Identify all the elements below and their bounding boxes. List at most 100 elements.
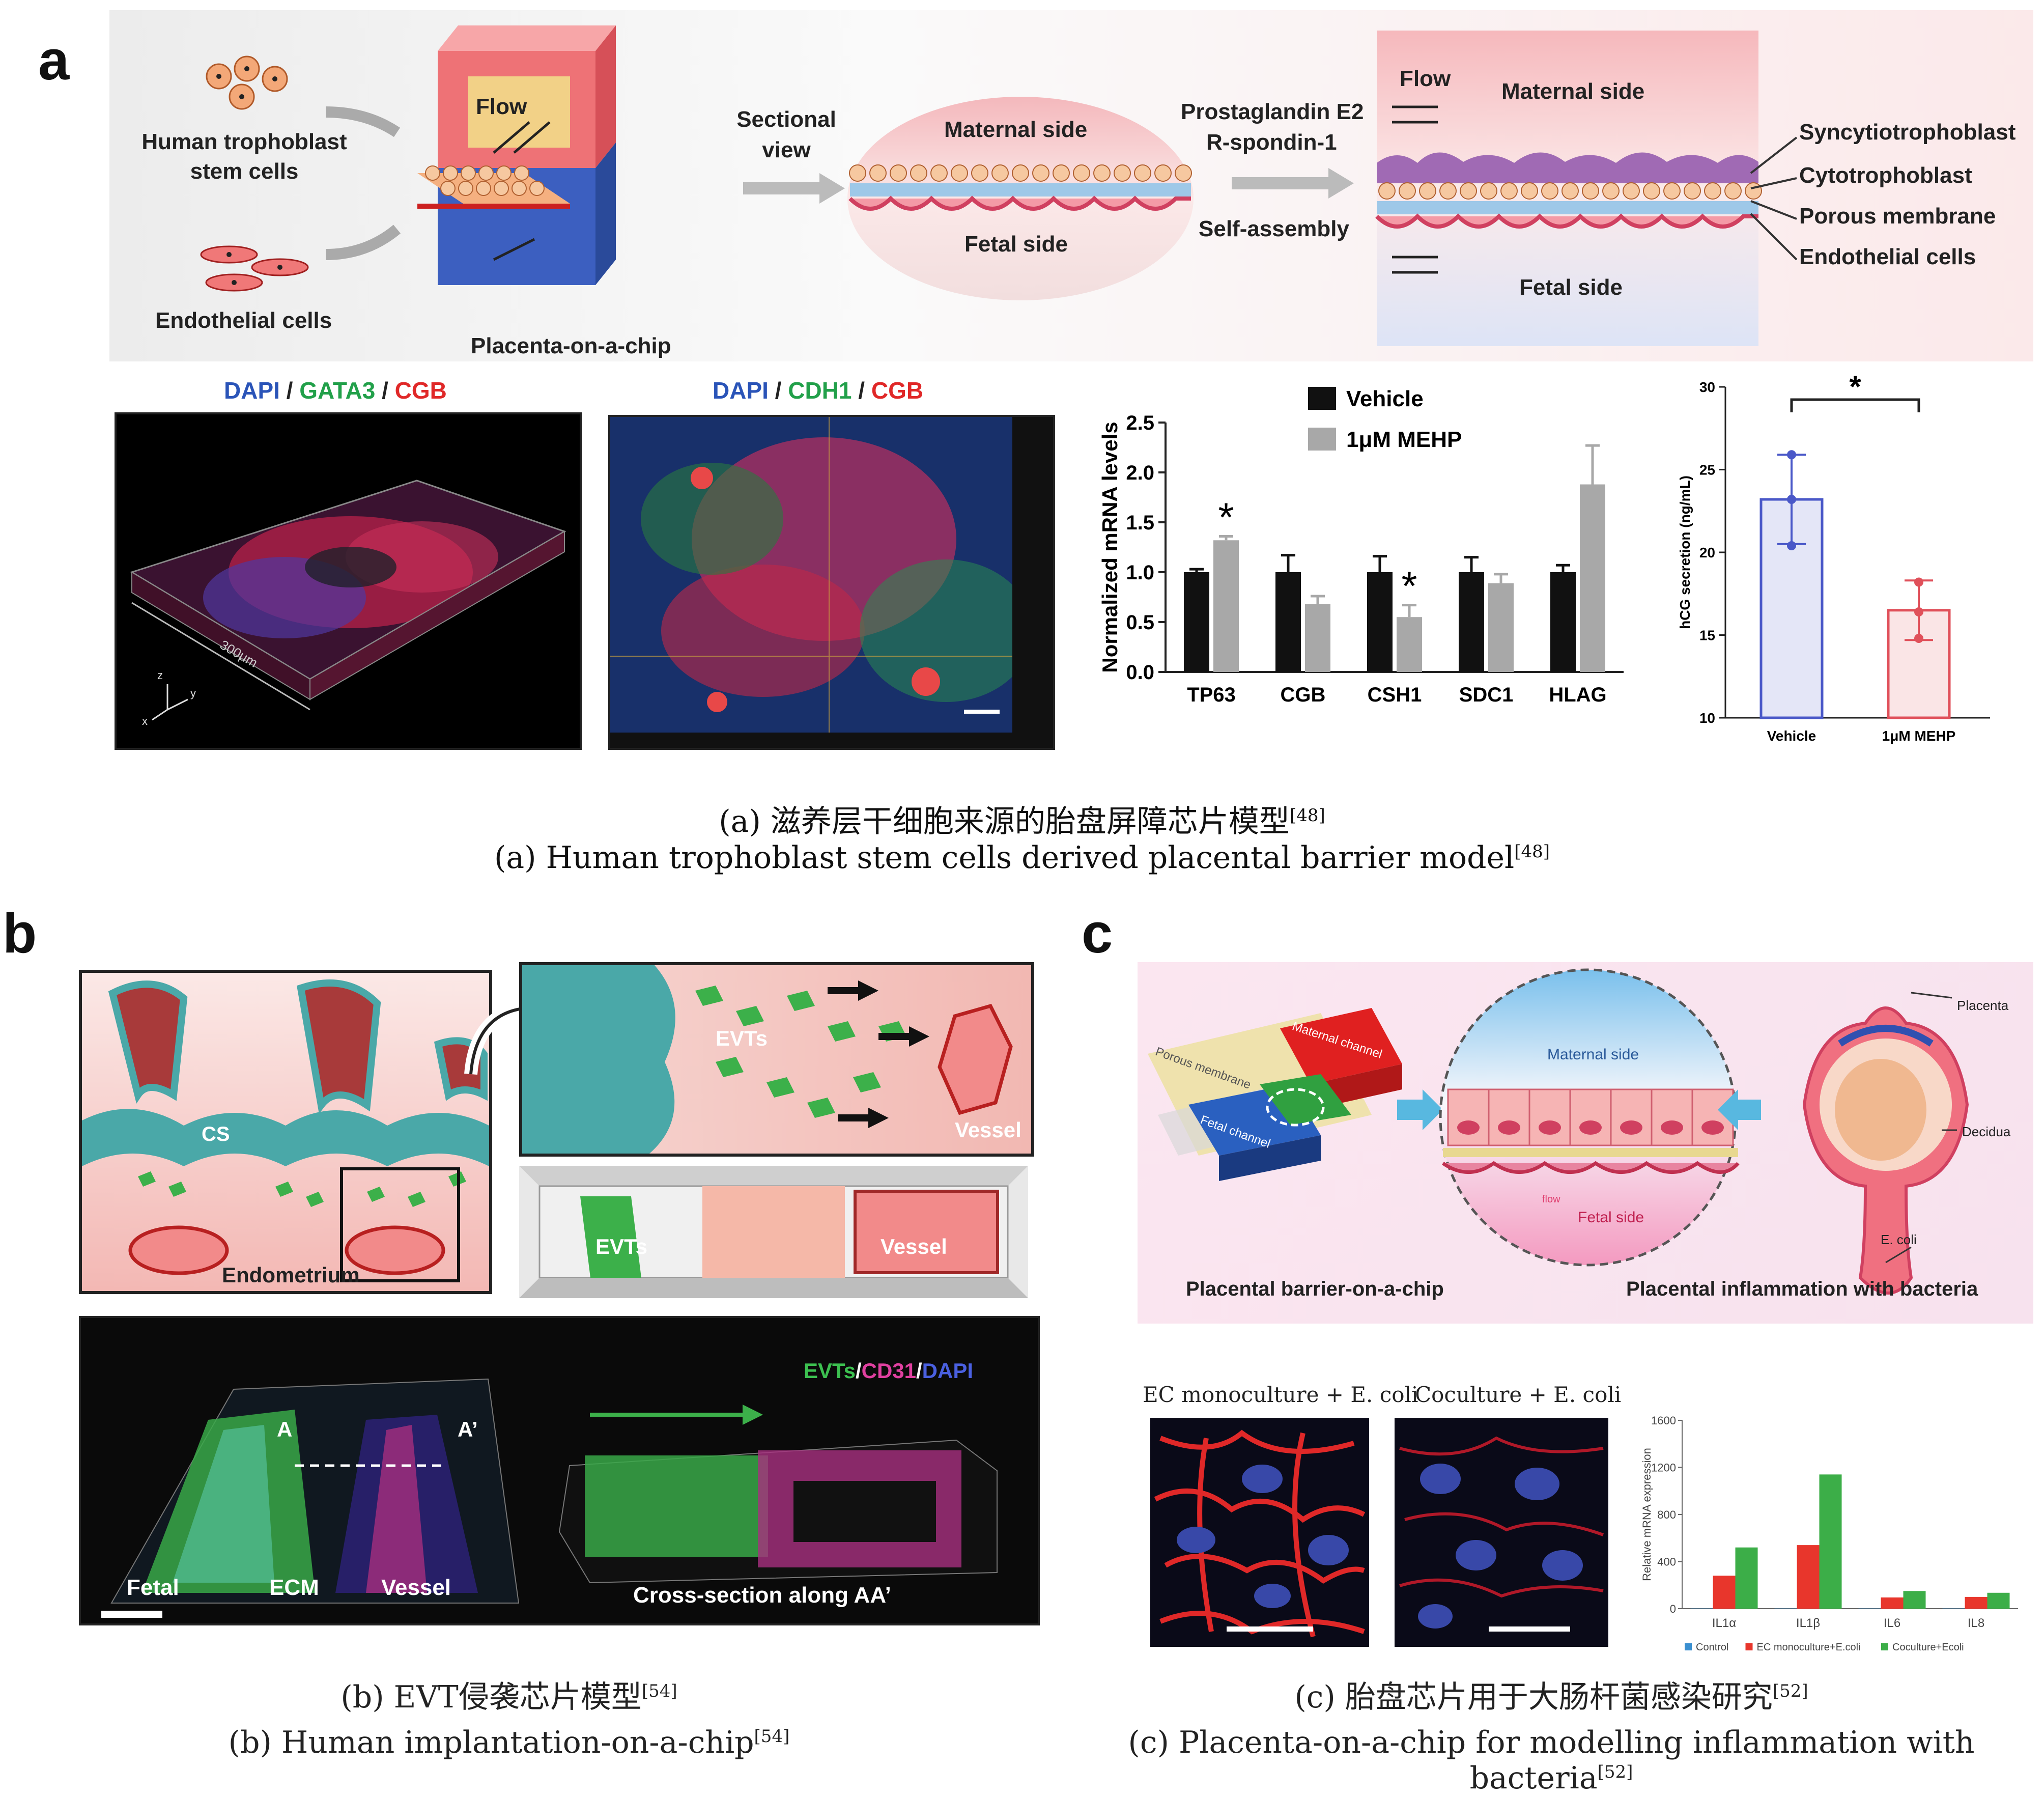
arrow-icon	[743, 173, 845, 204]
sep: /	[916, 1359, 922, 1383]
data-point	[1787, 541, 1796, 550]
x-tick-label: CGB	[1281, 684, 1326, 706]
x-tick-label: IL1α	[1712, 1616, 1736, 1630]
micrograph-gata3: 300μm z y x	[115, 412, 582, 750]
y-tick-label: 0.0	[1126, 661, 1154, 684]
dapi-text: DAPI	[224, 377, 280, 404]
x-tick-label: IL8	[1968, 1616, 1984, 1630]
ecoli-label: E. coli	[1881, 1232, 1917, 1247]
bar	[1305, 604, 1330, 672]
y-tick-label: 20	[1699, 545, 1715, 560]
fetal-side-label: Fetal side	[964, 232, 1068, 257]
y-tick-label: 25	[1699, 462, 1715, 478]
bar	[1987, 1592, 2010, 1609]
bar	[1881, 1597, 1904, 1609]
micro2-stain-label: DAPI / CDH1 / CGB	[713, 377, 923, 404]
legend-swatch	[1308, 428, 1336, 451]
c-flow-label: flow	[1542, 1194, 1560, 1205]
data-point	[1914, 607, 1923, 616]
vessel-label-3: Vessel	[381, 1575, 451, 1600]
placenta-chip-label: Placenta-on-a-chip	[471, 333, 671, 358]
cgb-text: CGB	[394, 377, 447, 404]
cytotropho-label: Cytotrophoblast	[1799, 163, 1972, 188]
ec-mono-label: EC monoculture + E. coli	[1143, 1382, 1418, 1407]
cgb-text: CGB	[871, 377, 924, 404]
y-axis-title: hCG secretion (ng/mL)	[1677, 475, 1693, 629]
caption-c: (c) 胎盘芯片用于大肠杆菌感染研究[52] (c) Placenta-on-a…	[1059, 1672, 2044, 1796]
bar	[1819, 1474, 1842, 1609]
cs-label: CS	[202, 1123, 230, 1145]
bar	[1367, 572, 1393, 672]
caption-a-en: (a) Human trophoblast stem cells derived…	[494, 840, 1550, 876]
fetal-side-label-2: Fetal side	[1519, 275, 1623, 300]
micrograph-coculture	[1395, 1418, 1608, 1647]
flow-label-chip: Flow	[476, 94, 527, 119]
human-trophoblast-label: Human trophoblast stem cells	[141, 129, 347, 184]
y-tick-label: 10	[1699, 710, 1715, 726]
cdh1-text: CDH1	[788, 377, 852, 404]
axis-x-label: x	[142, 715, 148, 727]
y-tick-label: 1200	[1651, 1462, 1676, 1474]
prostaglandin-label: Prostaglandin E2	[1181, 99, 1364, 124]
inflammation-title: Placental inflammation with bacteria	[1626, 1278, 1978, 1300]
caption-b-zh: (b) EVT侵袭芯片模型[54]	[340, 1679, 677, 1715]
significance-bracket	[1790, 398, 1920, 412]
decidua-label: Decidua	[1962, 1124, 2011, 1139]
maternal-side-label: Maternal side	[944, 117, 1088, 142]
evts-label-2: EVTs	[595, 1234, 647, 1258]
x-tick-label: HLAG	[1549, 684, 1606, 706]
bar	[1459, 572, 1484, 672]
a-label: A	[277, 1417, 293, 1441]
sectional-ellipse	[847, 97, 1194, 300]
x-tick-label: CSH1	[1368, 684, 1422, 706]
c-maternal-side-label: Maternal side	[1547, 1046, 1639, 1063]
legend-swatch	[1308, 387, 1336, 410]
bar	[1797, 1545, 1820, 1609]
bar	[1713, 1576, 1736, 1609]
y-axis-title: Relative mRNA expression	[1640, 1448, 1653, 1581]
data-point	[1914, 577, 1923, 587]
significance-star: *	[1849, 370, 1861, 404]
data-point	[1914, 634, 1923, 643]
caption-c-en: (c) Placenta-on-a-chip for modelling inf…	[1128, 1725, 1975, 1796]
dapi-stain: DAPI	[922, 1359, 974, 1383]
c-fetal-side-label: Fetal side	[1578, 1209, 1644, 1226]
legend-label: Control	[1696, 1642, 1728, 1653]
sep: /	[851, 377, 871, 404]
y-tick-label: 1.5	[1126, 512, 1154, 534]
bar	[1213, 540, 1239, 672]
endothelial-cells-label-2: Endothelial cells	[1799, 244, 1976, 269]
sectional-view-label: Sectional view	[736, 107, 836, 162]
bar	[1488, 583, 1514, 672]
evts-label: EVTs	[716, 1026, 768, 1050]
y-tick-label: 2.0	[1126, 462, 1154, 484]
fetal-label: Fetal	[127, 1575, 179, 1600]
barrier-title: Placental barrier-on-a-chip	[1186, 1278, 1444, 1300]
legend-label: Coculture+Ecoli	[1892, 1642, 1964, 1653]
barrier-layers	[1375, 31, 1762, 346]
rspondin-label: R-spondin-1	[1206, 130, 1337, 155]
legend-label: Vehicle	[1346, 386, 1424, 411]
porous-label: Porous membrane	[1799, 204, 1996, 229]
endometrium-schematic: CS Endometrium	[79, 970, 492, 1294]
leader-lines	[1750, 136, 1798, 261]
x-tick-label: IL1β	[1796, 1616, 1820, 1630]
arrow-icon	[325, 106, 401, 260]
micrograph-cdh1	[608, 415, 1055, 750]
arrow-icon	[1232, 168, 1354, 199]
dapi-text: DAPI	[713, 377, 769, 404]
flow-label-box: Flow	[1400, 66, 1451, 91]
caption-b: (b) EVT侵袭芯片模型[54] (b) Human implantation…	[0, 1672, 1018, 1760]
endothelial-cells-icon	[200, 245, 309, 292]
cross-section-label: Cross-section along AA’	[633, 1583, 891, 1608]
sep: /	[375, 377, 395, 404]
y-tick-label: 800	[1657, 1508, 1676, 1521]
y-tick-label: 0.5	[1126, 611, 1154, 634]
bar	[1397, 617, 1422, 672]
axis-z-label: z	[157, 669, 163, 682]
significance-star: *	[1401, 564, 1417, 609]
y-axis-title: Normalized mRNA levels	[1098, 422, 1122, 672]
